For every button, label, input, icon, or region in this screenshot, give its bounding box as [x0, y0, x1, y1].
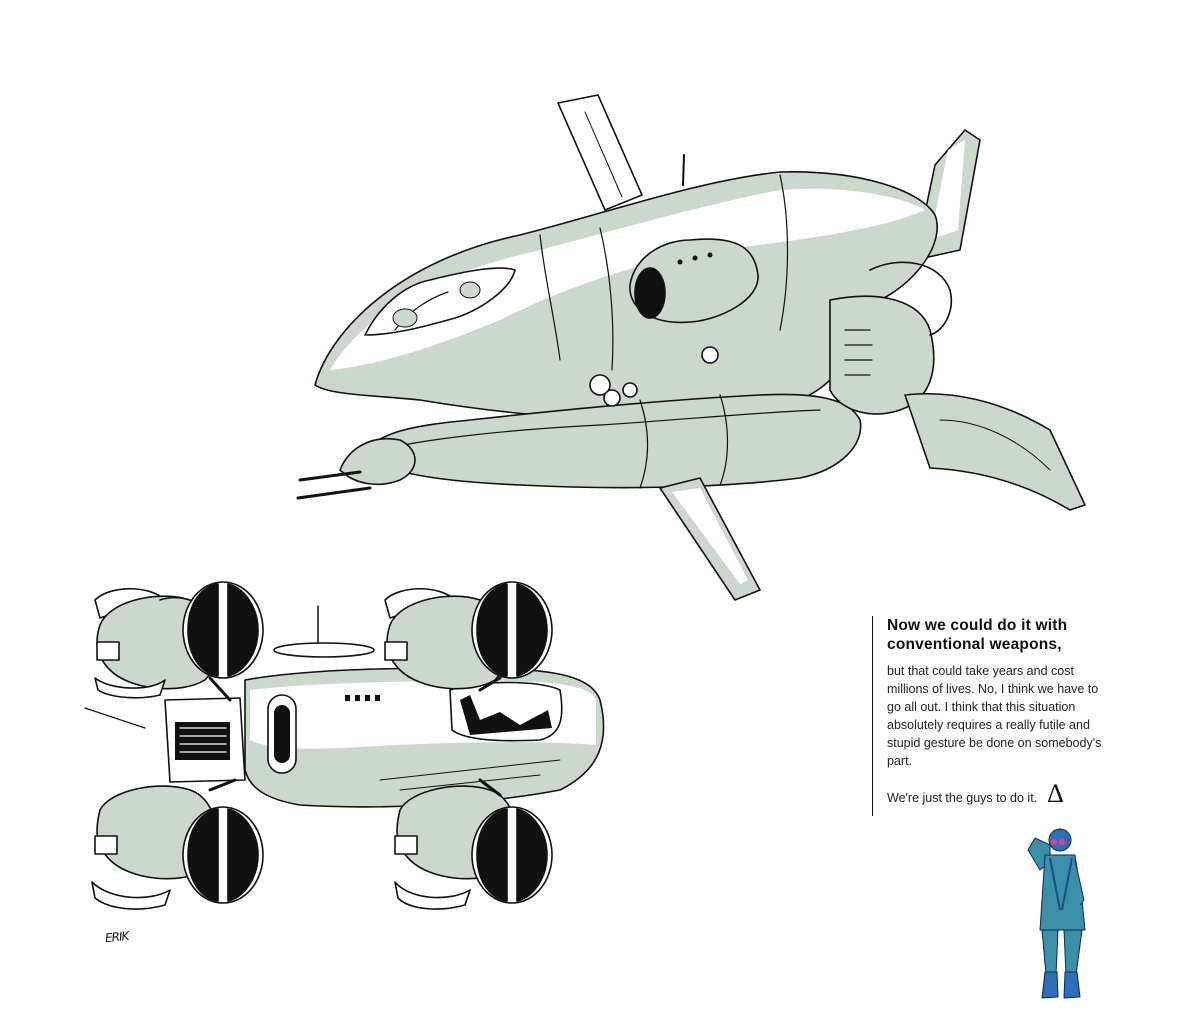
engine-pod	[384, 581, 553, 690]
gun-barrel	[296, 486, 372, 500]
pilot-legs	[1041, 929, 1083, 976]
engine-pod	[394, 785, 553, 910]
quote-body: but that could take years and cost milli…	[887, 664, 1102, 768]
rear-engine	[829, 295, 935, 415]
engine-pod	[94, 581, 264, 699]
gun-barrel	[298, 470, 362, 482]
saluting-pilot-figure	[1027, 828, 1086, 999]
delta-symbol-icon: Δ	[1047, 779, 1064, 808]
quote-headline: Now we could do it with conventional wea…	[887, 617, 1068, 653]
lower-nose-cone	[339, 438, 416, 486]
pilot-torso	[1039, 854, 1086, 931]
antenna	[682, 154, 685, 186]
whip-antenna	[84, 707, 146, 729]
fighter-ship-illustration	[296, 94, 1086, 601]
pilot-boots	[1041, 971, 1081, 999]
lower-hull	[359, 393, 862, 489]
dorsal-fin	[557, 94, 643, 211]
quote-closing-line: We're just the guys to do it. Δ	[887, 779, 1147, 808]
intake-opening	[634, 267, 666, 319]
landing-gear	[589, 346, 719, 407]
radar-dish	[273, 642, 375, 658]
stabilizer	[904, 392, 1086, 511]
quad-engine-ship-illustration	[84, 581, 605, 910]
quote-closing-text: We're just the guys to do it.	[887, 791, 1038, 805]
engine-pod	[91, 785, 264, 910]
quote-panel: Now we could do it with conventional wea…	[872, 616, 1147, 816]
artist-signature: ERIK	[104, 928, 129, 946]
